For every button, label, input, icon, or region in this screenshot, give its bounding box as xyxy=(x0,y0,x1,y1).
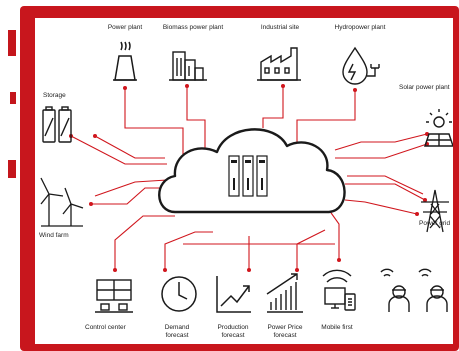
connector-wind xyxy=(91,187,167,205)
label-power-grid: Power grid xyxy=(419,220,451,227)
edge-mark xyxy=(8,160,16,178)
label-production-forecast: Production forecast xyxy=(217,324,249,339)
connector-storage-2 xyxy=(94,135,165,159)
control-center-icon xyxy=(95,279,133,313)
connector-dots xyxy=(69,84,429,272)
energy-cloud-diagram xyxy=(40,41,453,313)
connector-solar xyxy=(334,133,428,151)
connector-grid-2 xyxy=(347,175,424,195)
connector-biomass xyxy=(186,86,206,150)
factory-icon xyxy=(257,47,301,81)
connector-price xyxy=(296,229,326,270)
connector-lines xyxy=(70,86,428,270)
edge-mark xyxy=(10,92,16,104)
label-hydropower-plant: Hydropower plant xyxy=(334,24,386,31)
bar-chart-icon xyxy=(266,273,303,313)
power-plant-icon xyxy=(113,41,137,81)
label-mobile-first: Mobile first xyxy=(321,324,353,331)
connector-industrial xyxy=(262,86,284,128)
connector-storage xyxy=(70,135,167,165)
label-power-price-forecast: Power Price forecast xyxy=(267,324,303,339)
hydropower-icon xyxy=(342,46,380,85)
connector-solar-2 xyxy=(335,143,428,159)
label-storage: Storage xyxy=(43,92,66,99)
workers-icon xyxy=(380,268,448,312)
label-control-center: Control center xyxy=(85,324,126,331)
cloud-server-icon xyxy=(158,128,346,214)
power-grid-tower-icon xyxy=(421,189,449,233)
left-edge-strip xyxy=(0,0,20,351)
diagram-panel: Power plant Biomass power plant Industri… xyxy=(35,18,453,344)
solar-icon xyxy=(424,109,453,147)
connector-grid xyxy=(345,183,426,201)
label-solar-power-plant: Solar power plant xyxy=(399,84,450,91)
biomass-plant-icon xyxy=(169,51,207,81)
connector-wind-2 xyxy=(94,179,168,197)
connector-control xyxy=(114,215,175,270)
connector-hydropower xyxy=(296,90,356,146)
mobile-devices-icon xyxy=(322,269,356,311)
connector-demand xyxy=(164,231,213,270)
label-wind-farm: Wind farm xyxy=(39,232,69,239)
label-demand-forecast: Demand forecast xyxy=(164,324,190,339)
wind-turbine-icon xyxy=(40,177,84,227)
connector-field-workers xyxy=(344,199,418,215)
trend-chart-icon xyxy=(216,276,251,313)
connector-power-plant xyxy=(124,88,184,156)
label-biomass-power-plant: Biomass power plant xyxy=(162,24,224,31)
connector-mobile xyxy=(328,209,340,260)
edge-mark xyxy=(8,30,16,56)
battery-icon xyxy=(42,106,72,143)
clock-icon xyxy=(161,276,197,312)
label-industrial-site: Industrial site xyxy=(260,24,300,31)
label-power-plant: Power plant xyxy=(107,24,143,31)
